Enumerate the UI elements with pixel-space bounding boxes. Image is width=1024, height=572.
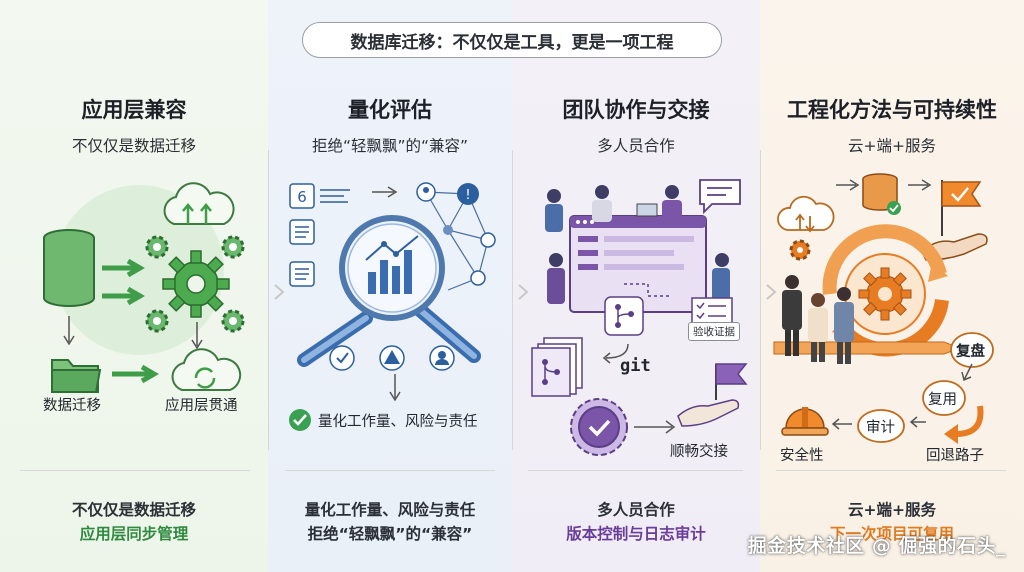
footer-line2: 拒绝“轻飘飘”的“兼容” [307, 525, 473, 543]
label-reuse: 复用 [928, 392, 957, 408]
column-heading: 工程化方法与可持续性 [787, 98, 997, 122]
badge-check-icon [570, 398, 628, 456]
svg-text:!: ! [465, 188, 470, 203]
separator-line [776, 470, 1006, 471]
footer-line1: 量化工作量、风险与责任 [304, 501, 476, 519]
label-data-migration: 数据迁移 [43, 398, 101, 414]
column-quant-eval: 量化评估 拒绝“轻飘飘”的“兼容” 6 ! [268, 0, 512, 572]
divider [268, 150, 269, 450]
separator-line [20, 470, 250, 471]
footer-line2: 应用层同步管理 [79, 525, 189, 543]
audit-badge [857, 409, 905, 443]
separator-line [285, 470, 495, 471]
column-subheading: 不仅仅是数据迁移 [71, 137, 196, 155]
column-heading: 团队协作与交接 [562, 98, 710, 122]
arrow-down-icon [63, 316, 75, 346]
gear-icon [145, 235, 169, 259]
status-icons [329, 345, 455, 371]
arrow-right-icon [836, 179, 860, 191]
chat-icon [699, 179, 741, 215]
magnifier-icon [297, 215, 481, 367]
footer-line2: 版本控制与日志审计 [566, 525, 706, 543]
column-team: 团队协作与交接 多人员合作 验收证据 [512, 0, 760, 572]
check-circle-icon [289, 409, 311, 431]
column-app-compat: 应用层兼容 不仅仅是数据迁移 [0, 0, 268, 572]
svg-text:6: 6 [297, 188, 307, 206]
label-app-layer: 应用层贯通 [165, 398, 238, 414]
evidence-checklist-icon [691, 297, 733, 325]
database-icon [862, 173, 901, 215]
separator-line [528, 470, 743, 471]
handoff-flag-icon [677, 363, 748, 427]
arrow-down-left-icon [961, 363, 973, 382]
column-heading: 应用层兼容 [81, 98, 187, 122]
label-handoff: 顺畅交接 [670, 444, 728, 460]
flag-icon [941, 180, 982, 236]
column-subheading: 拒绝“轻飘飘”的“兼容” [311, 137, 469, 155]
page-title: 数据库迁移：不仅仅是工具，更是一项工程 [302, 22, 722, 58]
divider [760, 150, 761, 450]
divider [512, 150, 513, 450]
gear-icon [221, 235, 245, 259]
column-subheading: 多人员合作 [597, 137, 675, 155]
arrow-right-icon [112, 364, 159, 384]
arrow-down-icon [389, 374, 401, 402]
reuse-badge [922, 380, 966, 416]
label-retro: 复盘 [956, 344, 985, 360]
checklist-icon: 6 [289, 183, 350, 287]
retro-badge [950, 332, 994, 368]
footer-line1: 云+端+服务 [848, 501, 936, 519]
label-rollback: 回退路子 [926, 448, 984, 464]
gear-icon [162, 250, 230, 318]
hardhat-icon [781, 407, 829, 436]
git-branch-icon [604, 296, 644, 336]
watermark: 掘金技术社区 @ 倔强的石头_ [747, 535, 1006, 557]
arrow-right-icon [372, 186, 398, 198]
gear-icon [145, 309, 169, 333]
label-audit: 审计 [866, 420, 895, 436]
arrow-right-icon [102, 286, 145, 306]
cloud-sync-icon [171, 348, 242, 391]
arrow-right-icon [102, 258, 145, 278]
database-icon [43, 229, 95, 307]
team-people [782, 275, 854, 364]
arrow-left-icon [909, 416, 926, 428]
label-quantify: 量化工作量、风险与责任 [318, 414, 478, 430]
footer-line2: 下一次项目可复用 [829, 525, 954, 543]
rollback-arrow-icon [944, 405, 984, 444]
gear-icon [221, 309, 245, 333]
document-stack-icon [531, 337, 583, 397]
folder-icon [51, 359, 102, 393]
label-safety: 安全性 [780, 448, 824, 464]
arrow-right-icon [908, 179, 932, 191]
team-people [545, 185, 730, 304]
column-subheading: 云+端+服务 [848, 137, 936, 155]
chevron-right-icon [518, 284, 529, 300]
cloud-icon [777, 195, 835, 233]
arrow-right-icon [634, 420, 676, 434]
column-engineering: 工程化方法与可持续性 云+端+服务 [760, 0, 1024, 572]
chevron-right-icon [766, 284, 777, 300]
footer-line1: 不仅仅是数据迁移 [71, 501, 196, 519]
cloud-icon [163, 182, 235, 225]
arrow-left-icon [602, 343, 629, 364]
column-heading: 量化评估 [348, 98, 432, 122]
evidence-label: 验收证据 [688, 322, 740, 341]
arrow-left-icon [831, 418, 852, 430]
gear-icon [789, 239, 811, 261]
git-label: git [620, 356, 651, 376]
network-graph: ! [416, 182, 496, 291]
arrow-down-icon [191, 322, 203, 350]
footer-line1: 多人员合作 [597, 501, 675, 519]
chevron-right-icon [274, 284, 285, 300]
